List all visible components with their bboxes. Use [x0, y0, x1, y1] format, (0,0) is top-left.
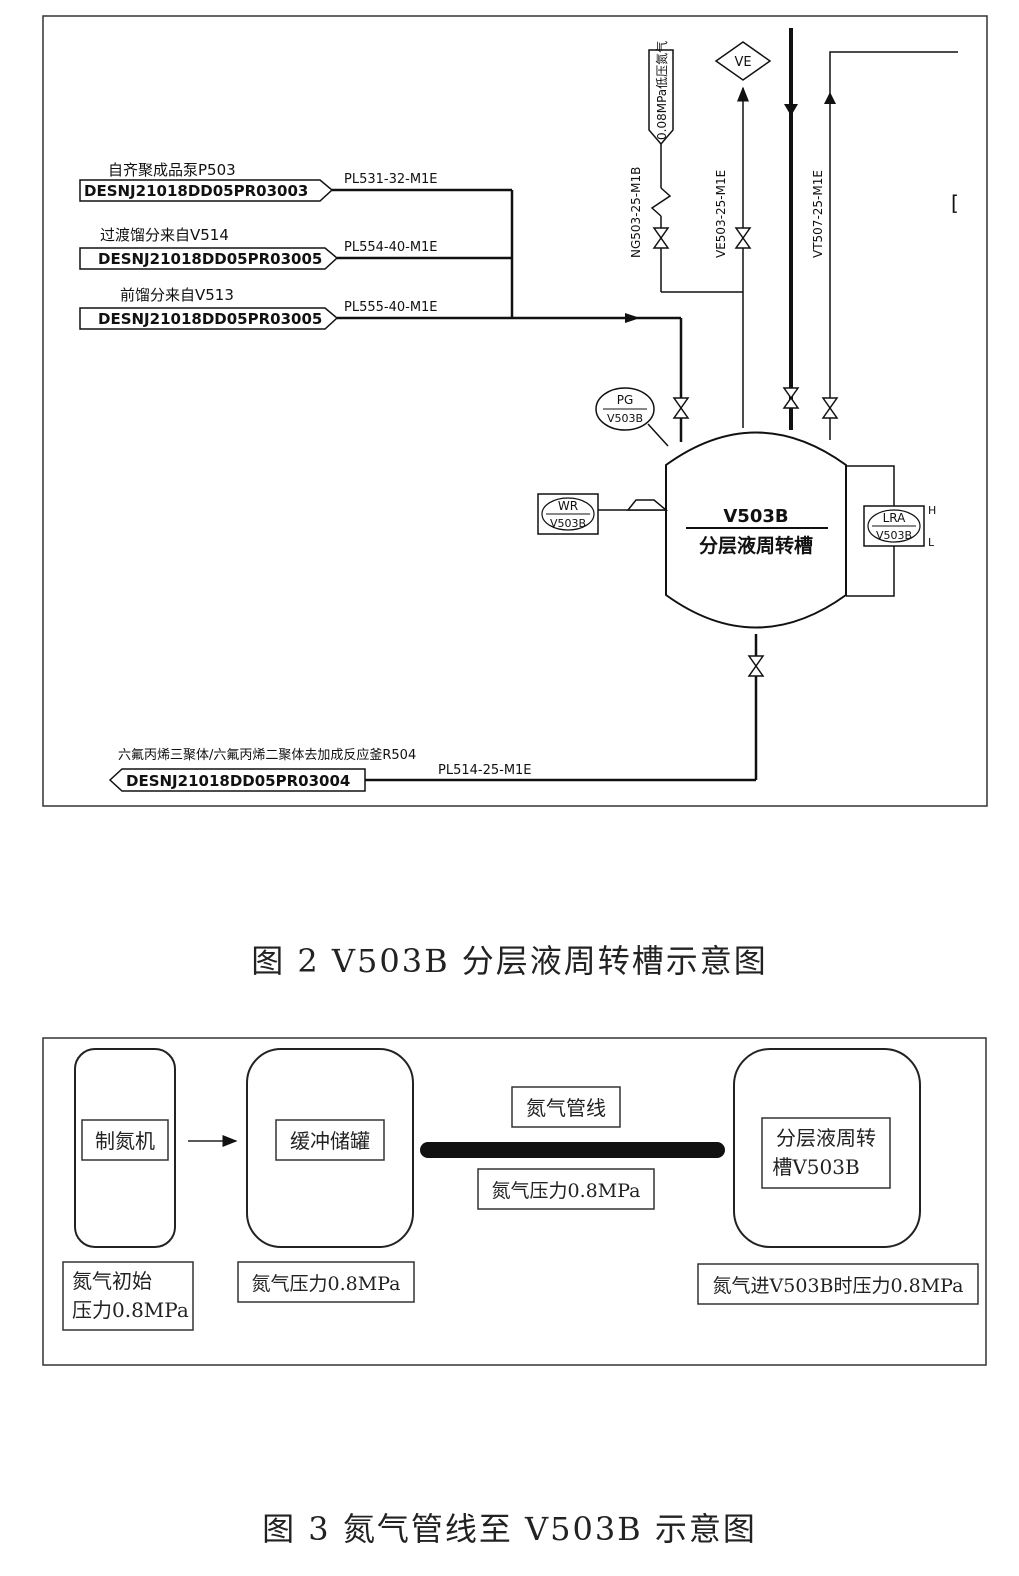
- target-label-line1: 分层液周转: [776, 1126, 876, 1150]
- ng-valve: [652, 227, 670, 249]
- weigh-cell: [626, 499, 669, 511]
- ng-line-label: NG503-25-M1B: [629, 167, 643, 258]
- edge-mark: [: [951, 191, 959, 215]
- initial-pressure-line1: 氮气初始: [72, 1269, 152, 1293]
- source-p503-tag-box: [79, 179, 334, 202]
- pg-instrument: PG V503B: [595, 387, 669, 447]
- outlet-valve: [747, 655, 765, 677]
- main-thick-line: [782, 28, 800, 430]
- source-v513-tag-box: [79, 307, 339, 330]
- ve-line: VE VE503-25-M1E: [714, 41, 772, 428]
- vt-valve: [821, 397, 839, 419]
- figure2-frame: [42, 15, 988, 807]
- ve-valve: [734, 227, 752, 249]
- feed-arrow: [625, 313, 640, 323]
- ve-tag-diamond: [714, 41, 772, 81]
- pipeline-pressure: 氮气压力0.8MPa: [492, 1180, 641, 1202]
- generator-label-box: [81, 1119, 169, 1161]
- pg-lead: [647, 423, 669, 447]
- vt-line: VT507-25-M1E: [811, 51, 958, 440]
- line-pl514-label: PL514-25-M1E: [438, 763, 532, 778]
- ng-source-box: [648, 49, 674, 146]
- thick-valve: [782, 387, 800, 409]
- source-v514-tag-box: [79, 247, 339, 270]
- line-pl531-label: PL531-32-M1E: [344, 172, 438, 187]
- source-v513-desc: 前馏分来自V513: [120, 286, 234, 304]
- source-v513-code: DESNJ21018DD05PR03005: [98, 310, 322, 328]
- vt-arrow: [824, 92, 836, 104]
- target-label-line2: 槽V503B: [772, 1155, 859, 1179]
- source-v514-desc: 过渡馏分来自V514: [100, 226, 229, 244]
- vessel-body: [665, 431, 847, 629]
- lra-instrument: LRA V503B H L: [846, 465, 936, 597]
- buffer-pressure: 氮气压力0.8MPa: [252, 1273, 401, 1295]
- figure2-caption: 图 2 V503B 分层液周转槽示意图: [251, 942, 768, 980]
- pipeline-label-box: [511, 1086, 621, 1128]
- source-v514-code: DESNJ21018DD05PR03005: [98, 250, 322, 268]
- source-v514: 过渡馏分来自V514 DESNJ21018DD05PR03005 PL554-4…: [79, 226, 512, 270]
- lra-low: L: [928, 536, 935, 549]
- outlet-desc: 六氟丙烯三聚体/六氟丙烯二聚体去加成反应釜R504: [118, 747, 416, 763]
- lra-type: LRA: [883, 511, 907, 525]
- line-pl554-label: PL554-40-M1E: [344, 240, 438, 255]
- pipeline-pressure-box: [477, 1168, 655, 1210]
- buffer-label: 缓冲储罐: [290, 1129, 370, 1153]
- feed-valve: [672, 397, 690, 419]
- initial-pressure-box: [62, 1261, 194, 1331]
- thick-arrow: [784, 104, 798, 116]
- generator-label: 制氮机: [95, 1129, 155, 1153]
- buffer-label-box: [275, 1119, 385, 1161]
- wr-instrument: WR V503B: [537, 493, 669, 535]
- source-p503: 自齐聚成品泵P503 DESNJ21018DD05PR03003 PL531-3…: [79, 161, 512, 202]
- outlet-line: PL514-25-M1E 六氟丙烯三聚体/六氟丙烯二聚体去加成反应釜R504 D…: [108, 634, 765, 792]
- source-p503-code: DESNJ21018DD05PR03003: [84, 182, 308, 200]
- vt-line-label: VT507-25-M1E: [811, 170, 825, 258]
- ng-line: 0.08MPa低压氮气 NG503-25-M1B: [629, 41, 743, 293]
- inlet-pressure: 氮气进V503B时压力0.8MPa: [713, 1275, 964, 1297]
- line-pl555-label: PL555-40-M1E: [344, 300, 438, 315]
- pipeline-label: 氮气管线: [526, 1096, 606, 1120]
- ve-tag: VE: [734, 55, 751, 70]
- figure3-caption: 图 3 氮气管线至 V503B 示意图: [262, 1510, 757, 1548]
- lra-high: H: [928, 504, 936, 517]
- source-p503-desc: 自齐聚成品泵P503: [108, 161, 236, 179]
- vt-pipe: [829, 51, 958, 440]
- source-v513: 前馏分来自V513 DESNJ21018DD05PR03005 PL555-40…: [79, 286, 512, 330]
- vessel-name: 分层液周转槽: [699, 534, 813, 557]
- wr-type: WR: [558, 499, 578, 513]
- wr-tag: V503B: [550, 517, 586, 530]
- outlet-code: DESNJ21018DD05PR03004: [126, 772, 350, 790]
- lra-tag: V503B: [876, 529, 912, 542]
- pg-tag: V503B: [607, 412, 643, 425]
- vessel-tag: V503B: [723, 506, 788, 527]
- figure2-pid: 自齐聚成品泵P503 DESNJ21018DD05PR03003 PL531-3…: [42, 15, 988, 807]
- inlet-pressure-box: [697, 1263, 979, 1305]
- vessel-v503b: V503B 分层液周转槽: [665, 431, 847, 629]
- outlet-tag-box: [108, 768, 366, 792]
- figure3-flow: 制氮机 缓冲储罐 氮气管线 氮气压力0.8MPa 分层液周转 槽V503B 氮气…: [42, 1037, 987, 1366]
- target-label-box: [761, 1117, 891, 1189]
- figure3-frame: [42, 1037, 987, 1366]
- pg-type: PG: [617, 393, 634, 407]
- ve-line-label: VE503-25-M1E: [714, 170, 728, 258]
- buffer-pressure-box: [237, 1261, 415, 1303]
- check-valve: [650, 187, 672, 217]
- initial-pressure-line2: 压力0.8MPa: [72, 1298, 189, 1322]
- ng-source-label: 0.08MPa低压氮气: [654, 41, 669, 140]
